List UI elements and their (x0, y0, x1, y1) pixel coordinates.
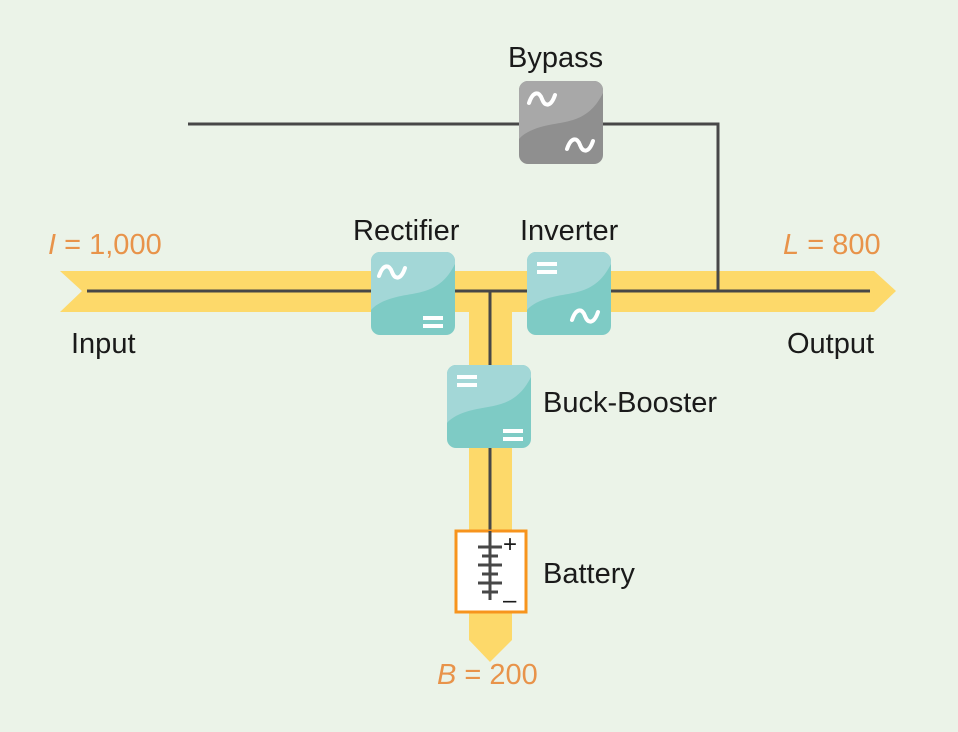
rectifier-block (371, 252, 455, 335)
battery-label: Battery (543, 558, 635, 590)
battery-cells-icon (478, 545, 502, 594)
battery-plus: + (503, 531, 517, 558)
input-flow-value: I = 1,000 (48, 229, 162, 261)
bypass-switch (519, 81, 603, 164)
output-flow-value: L = 800 (783, 229, 881, 261)
rectifier-label: Rectifier (353, 215, 460, 247)
inverter-label: Inverter (520, 215, 619, 247)
battery-flow-value: B = 200 (437, 659, 538, 691)
input-label: Input (71, 328, 136, 360)
bypass-wire (188, 122, 720, 292)
buck-booster-label: Buck-Booster (543, 387, 717, 419)
bypass-label: Bypass (508, 42, 603, 74)
output-label: Output (787, 328, 874, 360)
buck-booster-block (447, 365, 531, 448)
inverter-block (527, 252, 611, 335)
battery-minus: – (503, 587, 517, 614)
battery-block: + – (454, 529, 528, 614)
